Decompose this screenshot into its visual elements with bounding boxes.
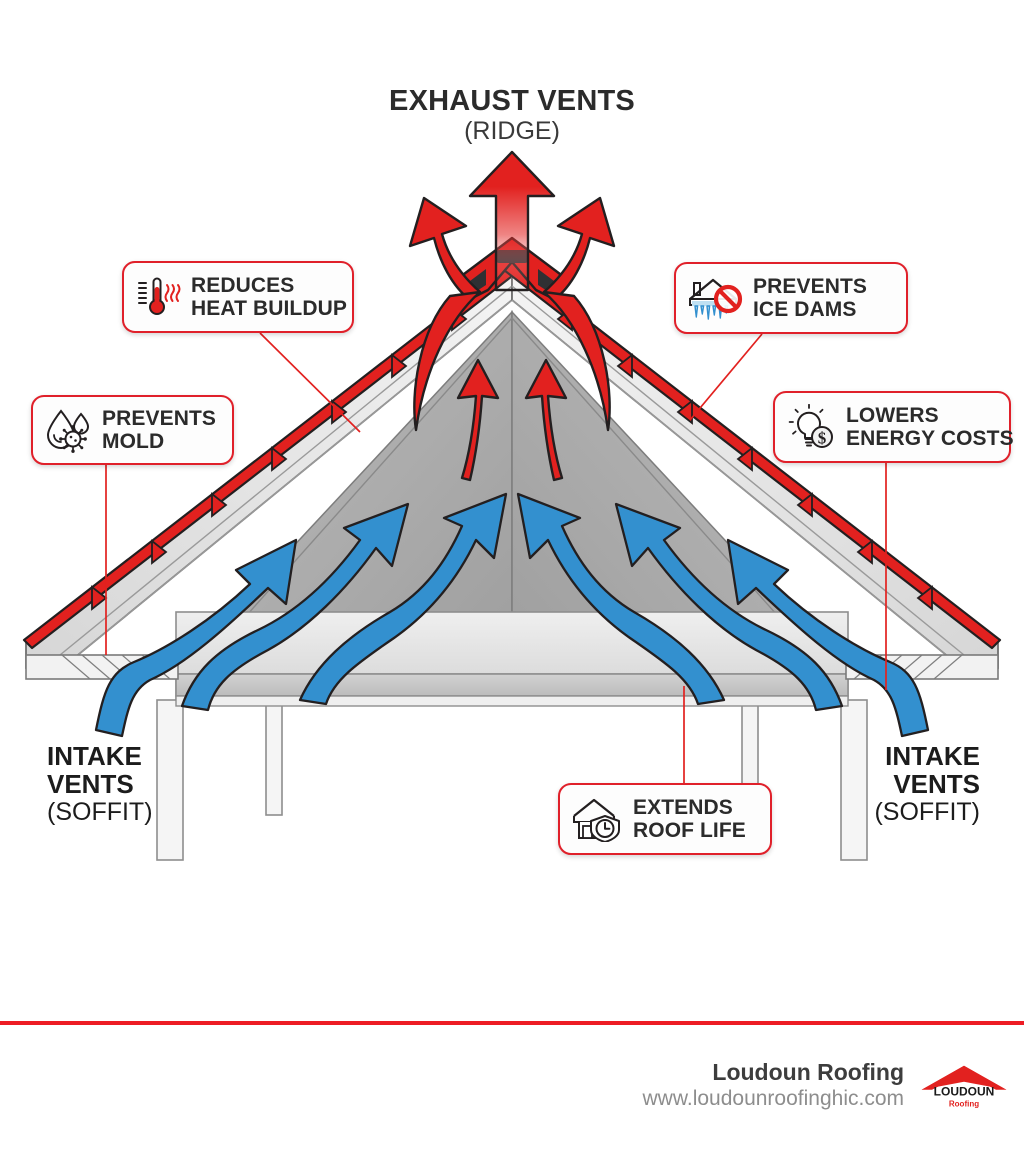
intake-right-line1: INTAKE: [885, 741, 980, 771]
house-structure: [22, 236, 1002, 861]
intake-left-line2: VENTS: [47, 769, 134, 800]
water-droplet-mold-icon: [46, 409, 90, 453]
exhaust-arrow-upper-right-tail: [542, 290, 611, 432]
intake-arrow-left-1: [94, 538, 298, 738]
callout-energy-text: LOWERS ENERGY COSTS: [846, 404, 1014, 450]
callout-energy-line1: LOWERS: [846, 403, 939, 427]
house-shield-clock-icon: [573, 798, 620, 842]
light-rays-icon: [788, 404, 824, 435]
brand-name: Loudoun Roofing: [712, 1059, 904, 1085]
intake-left-line3: (SOFFIT): [47, 798, 153, 827]
roof-ventilation-diagram: [22, 150, 1002, 861]
clock-hands-icon: [604, 822, 611, 830]
intake-vents-label-right: INTAKE VENTS (SOFFIT): [874, 742, 980, 827]
exhaust-arrow-inner-left: [456, 358, 500, 482]
footer-text-block: Loudoun Roofing www.loudounroofinghic.co…: [643, 1058, 904, 1112]
footer: Loudoun Roofing www.loudounroofinghic.co…: [0, 1058, 1024, 1112]
footer-divider-rule: [0, 1021, 1024, 1025]
callout-ice-line2: ICE DAMS: [753, 298, 857, 321]
callout-heat-text: REDUCES HEAT BUILDUP: [191, 274, 347, 320]
intake-arrow-left-2: [180, 502, 410, 712]
callout-mold-line1: PREVENTS: [102, 406, 216, 430]
intake-arrow-left-3: [298, 492, 508, 706]
exhaust-arrow-center: [468, 150, 556, 292]
callout-ice-text: PREVENTS ICE DAMS: [753, 275, 867, 321]
lightbulb-dollar-icon: $: [788, 404, 833, 448]
exhaust-arrow-upper-left-tail: [413, 290, 482, 432]
thermometer-icon: [138, 277, 181, 315]
ceiling-joist-band: [175, 673, 849, 697]
exhaust-arrow-inner-right: [524, 358, 568, 482]
intake-vents-label-left: INTAKE VENTS (SOFFIT): [47, 742, 153, 827]
logo-wordmark-top: LOUDOUN: [934, 1085, 995, 1099]
callout-leader-lines: [105, 332, 887, 783]
callout-heat-line2: HEAT BUILDUP: [191, 297, 347, 320]
coin-icon: [811, 426, 833, 448]
callout-prevents-mold[interactable]: PREVENTS MOLD: [31, 395, 234, 465]
leader-heat: [259, 332, 361, 433]
chimney-icon: [693, 282, 701, 296]
callout-mold-line2: MOLD: [102, 430, 165, 453]
intake-right-line2: VENTS: [893, 769, 980, 800]
logo-roof-fill-icon: [921, 1065, 1007, 1090]
intake-arrow-right-2: [614, 502, 844, 712]
callout-heat-line1: REDUCES: [191, 273, 295, 297]
callout-reduces-heat-buildup[interactable]: REDUCES HEAT BUILDUP: [122, 261, 354, 333]
ceiling-drywall: [175, 695, 849, 707]
leader-ice: [689, 333, 763, 421]
callout-mold-text: PREVENTS MOLD: [102, 407, 216, 453]
prohibition-slash-icon: [717, 288, 739, 310]
callout-prevents-ice-dams[interactable]: PREVENTS ICE DAMS: [674, 262, 908, 334]
callout-life-text: EXTENDS ROOF LIFE: [633, 796, 746, 842]
svg-text:$: $: [818, 428, 827, 447]
shingle-teeth-right: [556, 306, 933, 611]
logo-wordmark-bottom: Roofing: [949, 1100, 979, 1109]
exhaust-arrow-upper-right: [542, 196, 616, 302]
intake-arrow-right-3: [516, 492, 726, 706]
callout-lowers-energy-costs[interactable]: $ LOWERS ENERGY COSTS: [773, 391, 1014, 463]
intake-right-line3: (SOFFIT): [874, 798, 980, 827]
house-icicles-no-icon: [689, 278, 743, 320]
intake-left-line1: INTAKE: [47, 741, 142, 771]
callout-energy-line2: ENERGY COSTS: [846, 427, 1014, 450]
intake-arrow-right-1: [726, 538, 930, 738]
callout-ice-line1: PREVENTS: [753, 274, 867, 298]
exhaust-arrow-upper-left: [408, 196, 482, 302]
website-url[interactable]: www.loudounroofinghic.com: [642, 1087, 904, 1111]
callout-extends-roof-life[interactable]: EXTENDS ROOF LIFE: [558, 783, 772, 855]
exhaust-airflow-arrows: [408, 150, 616, 482]
callout-life-line2: ROOF LIFE: [633, 819, 746, 842]
intake-airflow-arrows: [94, 492, 930, 738]
callout-life-line1: EXTENDS: [633, 795, 733, 819]
loudoun-roofing-logo[interactable]: LOUDOUN Roofing: [920, 1059, 1008, 1111]
